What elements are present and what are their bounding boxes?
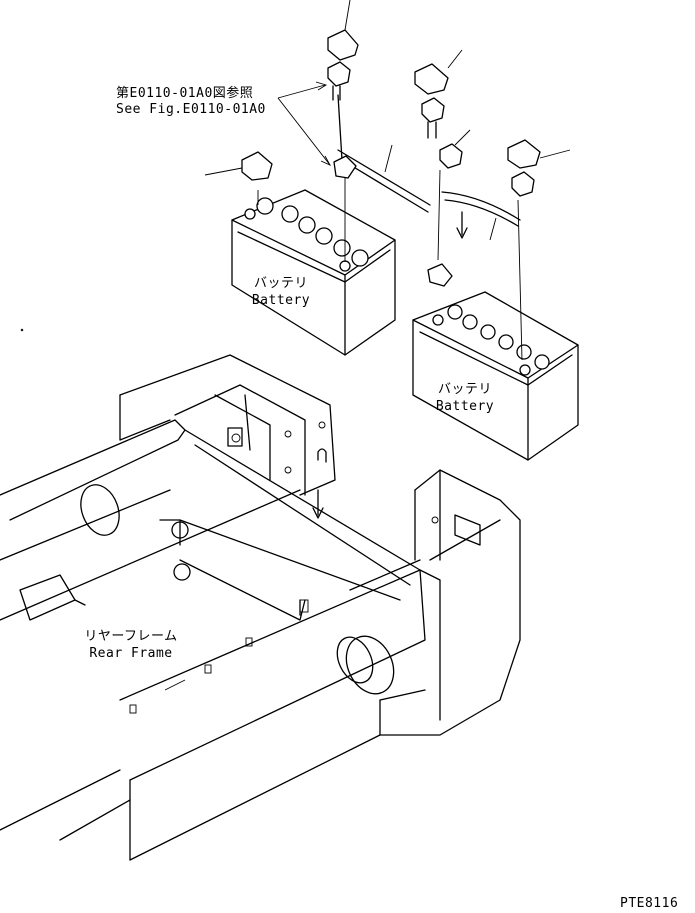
reference-label-english: See Fig.E0110-01A0 <box>116 102 266 117</box>
battery-right-label-english: Battery <box>435 399 495 414</box>
battery-right-label-japanese: バッテリ <box>437 382 492 397</box>
reference-label-japanese: 第E0110-01A0図参照 <box>116 86 254 101</box>
rear-frame <box>0 354 521 861</box>
rear-frame-label-english: Rear Frame <box>89 646 173 661</box>
battery-cables <box>257 94 523 519</box>
rear-frame-label-japanese: リヤーフレーム <box>84 629 178 644</box>
terminal-caps-and-bolts <box>241 29 541 287</box>
battery-right <box>412 291 579 461</box>
battery-left-label-japanese: バッテリ <box>253 276 308 291</box>
drawing-code: PTE8116 <box>620 896 679 911</box>
leader-lines <box>204 0 571 241</box>
battery-left-label-english: Battery <box>251 293 311 308</box>
battery-left <box>231 189 396 356</box>
